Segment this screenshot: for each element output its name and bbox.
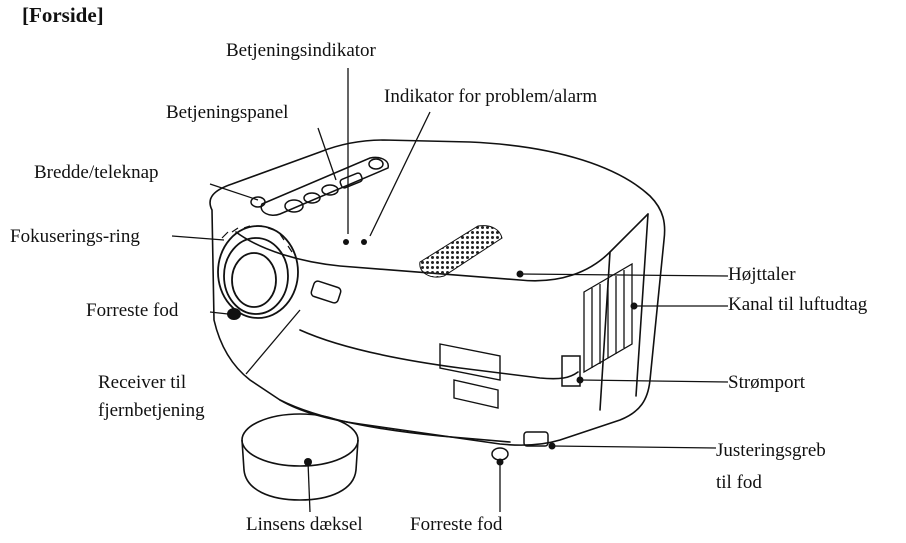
label-wide-tele-button: Bredde/teleknap [34, 162, 159, 183]
label-focus-ring: Fokuserings-ring [10, 226, 140, 247]
panel-button [321, 184, 339, 196]
foot-adjust-lever [523, 431, 549, 447]
air-intake-vent [583, 262, 633, 374]
leader-dots [304, 270, 638, 466]
remote-receiver-window [310, 280, 342, 304]
label-operation-indicator: Betjeningsindikator [226, 40, 376, 61]
label-foot-adjust-lever-line2: til fod [716, 472, 762, 493]
label-air-intake-vent: Kanal til luftudtag [728, 294, 868, 315]
wide-tele-button [250, 196, 266, 208]
label-problem-alarm-indicator: Indikator for problem/alarm [384, 86, 598, 107]
label-front-foot-bottom: Forreste fod [410, 514, 503, 535]
label-control-panel: Betjeningspanel [166, 102, 289, 123]
focus-ring [217, 225, 299, 319]
label-power-port: Strømport [728, 372, 806, 393]
label-speaker: Højttaler [728, 264, 796, 285]
lens-assembly [217, 225, 299, 319]
label-lens-cover: Linsens dæksel [246, 514, 363, 535]
panel-button [303, 192, 321, 204]
front-foot-left-shape [227, 308, 241, 320]
control-panel [250, 156, 389, 216]
lens-glass [231, 252, 277, 308]
speaker-grille [419, 225, 503, 278]
label-remote-receiver-line2: fjernbetjening [98, 400, 205, 421]
panel-button [368, 158, 384, 170]
power-port [561, 355, 581, 387]
operation-indicator-dot [343, 239, 349, 245]
body-side-edge-2 [635, 213, 649, 397]
body-lower-edge [279, 399, 511, 443]
projector-body [209, 139, 666, 446]
panel-button [284, 199, 304, 213]
leader-lines [171, 68, 729, 513]
problem-indicator-dot [361, 239, 367, 245]
label-foot-adjust-lever-line1: Justeringsgreb [716, 440, 826, 461]
label-front-foot-left: Forreste fod [86, 300, 179, 321]
lens-cover [241, 413, 359, 501]
body-top-edge [235, 213, 649, 282]
front-foot-bottom-shape [491, 447, 509, 461]
panel-button [339, 172, 363, 189]
diagram-title: [Forside] [22, 3, 104, 27]
label-remote-receiver-line1: Receiver til [98, 372, 187, 393]
body-front-band [299, 329, 579, 380]
front-slots [439, 343, 501, 409]
